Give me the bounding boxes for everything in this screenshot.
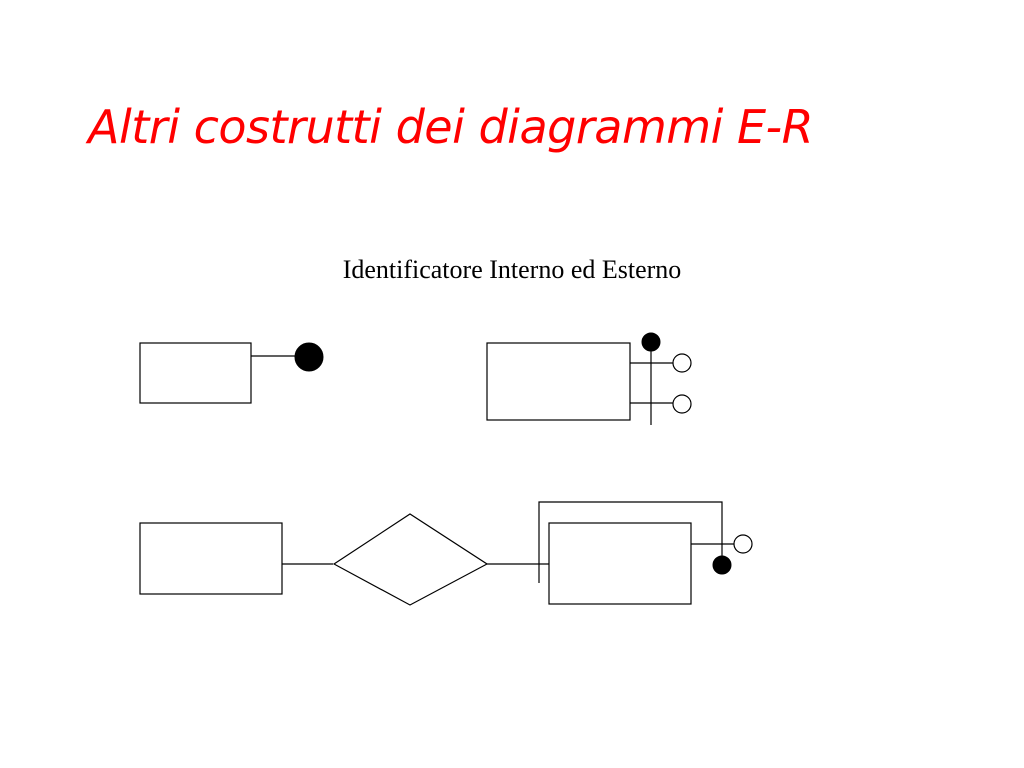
weak-entity-box <box>548 522 692 605</box>
attribute-circle-hollow <box>672 394 692 414</box>
identifier-attribute-filled <box>294 342 324 372</box>
relationship-diamond <box>332 513 489 606</box>
example-external-identifier <box>139 501 753 606</box>
attribute-circle-hollow <box>672 353 692 373</box>
entity-box <box>139 342 252 404</box>
identifier-marker-filled <box>712 555 732 575</box>
entity-box <box>486 342 631 421</box>
example-composite-identifier <box>486 332 692 425</box>
entity-box-left <box>139 522 283 595</box>
slide-subtitle: Identificatore Interno ed Esterno <box>342 255 682 284</box>
identifier-marker-filled <box>641 332 661 352</box>
external-identifier-bracket <box>538 501 723 583</box>
example-single-identifier <box>139 342 324 404</box>
slide-title: Altri costrutti dei diagrammi E-R <box>88 100 814 154</box>
attribute-circle-hollow <box>733 534 753 554</box>
